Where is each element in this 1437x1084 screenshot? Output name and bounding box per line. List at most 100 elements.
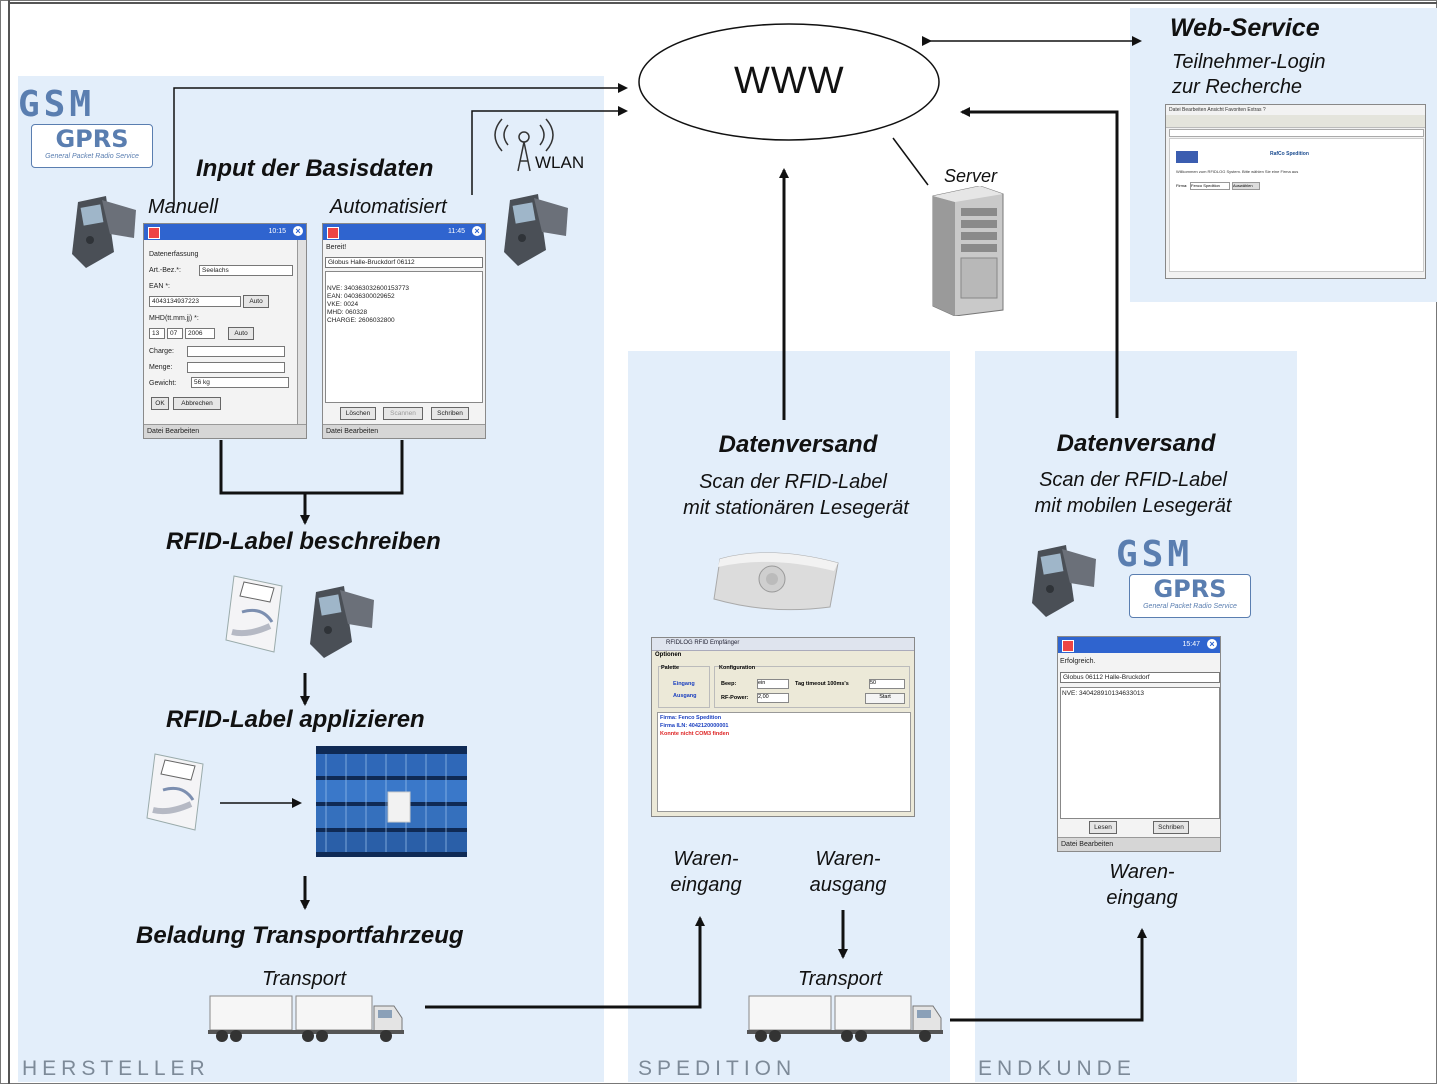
close-icon[interactable]: × <box>1207 639 1217 649</box>
browser-screenshot: Datei Bearbeiten Ansicht Favoriten Extra… <box>1165 104 1426 279</box>
browser-firma-select[interactable]: Fenco Spedition <box>1190 182 1230 190</box>
app-menu[interactable]: Optionen <box>655 652 682 658</box>
pda-screen-manual: 10:15 × Datenerfassung Art.-Bez.*: Seela… <box>143 223 307 439</box>
windows-start-icon[interactable] <box>148 227 160 239</box>
start-button[interactable]: Start <box>865 693 905 704</box>
frame-top-border <box>8 2 1437 4</box>
web-service-title: Web-Service <box>1170 14 1320 42</box>
pda-titlebar: 11:45 × <box>323 224 485 240</box>
schreiben-button[interactable]: Schriben <box>431 407 469 420</box>
spedition-sub1: Scan der RFID-Label <box>699 471 887 493</box>
art-field[interactable]: Seelachs <box>199 265 293 276</box>
gprs-badge: GPRS General Packet Radio Service <box>1129 574 1251 618</box>
pda-output-line: NVE: 340363032600153773 <box>327 285 410 292</box>
loeschen-button[interactable]: Löschen <box>340 407 376 420</box>
handheld-scanner-icon <box>310 586 374 658</box>
rfpower-label: RF-Power: <box>721 695 749 701</box>
pda-menu-bar[interactable]: Datei Bearbeiten <box>1058 837 1220 851</box>
browser-brand: RafCo Spedition <box>1270 151 1309 157</box>
truck-icon <box>747 995 943 1042</box>
browser-firma-label: Firma: <box>1176 183 1188 188</box>
stationary-rfid-reader-icon <box>713 552 839 611</box>
pda-status: Erfolgreich. <box>1060 658 1096 665</box>
location-select[interactable]: Globus Halle-Bruckdorf 06112 <box>325 257 483 268</box>
pda-output-line: NVE: 340428910134633013 <box>1062 690 1145 697</box>
transport-label-left: Transport <box>262 968 347 990</box>
timeout-field[interactable]: 50 <box>869 679 905 689</box>
pda-output-line: VKE: 0024 <box>327 301 359 308</box>
log-line: Firma: Fenco Spedition <box>660 715 722 721</box>
auto-mhd-button[interactable]: Auto <box>228 327 254 340</box>
close-icon[interactable]: × <box>472 226 482 236</box>
gprs-text: GPRS <box>1153 575 1227 603</box>
server-label: Server <box>944 166 998 186</box>
palette-label: Palette <box>661 665 680 671</box>
close-icon[interactable]: × <box>293 226 303 236</box>
spedition-app-window: RFIDLOG RFID Empfänger Optionen Palette … <box>651 637 915 817</box>
location-select[interactable]: Globus 06112 Halle-Bruckdorf <box>1060 672 1220 683</box>
mhd-month-field[interactable]: 07 <box>167 328 183 339</box>
gprs-text: GPRS <box>55 125 129 153</box>
zone-label-hersteller: HERSTELLER <box>22 1057 210 1080</box>
step-label-beladung: Beladung Transportfahrzeug <box>136 922 464 949</box>
pda-output-line: MHD: 060328 <box>327 309 368 316</box>
web-service-line2: zur Recherche <box>1172 76 1303 98</box>
pda-output-line: EAN: 04036300029652 <box>327 293 395 300</box>
eingang-radio[interactable]: Eingang <box>673 681 695 687</box>
pda-titlebar: 10:15 × <box>144 224 306 240</box>
app-title: RFIDLOG RFID Empfänger <box>666 640 740 646</box>
browser-content: RafCo Spedition Willkommen zum RFIDLOG S… <box>1169 138 1424 272</box>
windows-start-icon[interactable] <box>327 227 339 239</box>
pda-menu-bar[interactable]: Datei Bearbeiten <box>144 424 306 438</box>
mhd-year-field[interactable]: 2006 <box>185 328 215 339</box>
step-label-applizieren: RFID-Label applizieren <box>166 706 425 733</box>
wlan-label: WLAN <box>535 153 585 172</box>
abbrechen-button[interactable]: Abbrechen <box>173 397 221 410</box>
wlan-antenna-icon <box>494 118 554 172</box>
menge-label: Menge: <box>149 364 173 371</box>
ok-button[interactable]: OK <box>151 397 169 410</box>
browser-submit-button[interactable]: Auswählen <box>1232 182 1260 190</box>
rfpower-select[interactable]: 2,00 <box>757 693 789 703</box>
rfid-label-icon <box>225 575 283 653</box>
gsm-logo-text: GSM <box>1116 534 1194 575</box>
windows-start-icon[interactable] <box>1062 640 1074 652</box>
charge-field[interactable] <box>187 346 285 357</box>
transport-label-right: Transport <box>798 968 883 990</box>
ausgang-radio[interactable]: Ausgang <box>673 693 697 699</box>
lesen-button[interactable]: Lesen <box>1089 821 1117 834</box>
zone-label-endkunde: ENDKUNDE <box>978 1057 1136 1080</box>
app-log: Firma: Fenco Spedition Firma ILN: 404212… <box>657 712 911 812</box>
browser-menu: Datei Bearbeiten Ansicht Favoriten Extra… <box>1169 107 1266 113</box>
mhd-day-field[interactable]: 13 <box>149 328 165 339</box>
spedition-title: Datenversand <box>718 431 878 458</box>
beep-select[interactable]: ein <box>757 679 789 689</box>
pda-output-line: CHARGE: 2606032800 <box>327 317 395 324</box>
pda-screen-endkunde: 15:47 × Erfolgreich. Globus 06112 Halle-… <box>1057 636 1221 852</box>
pda-screen-automatic: 11:45 × Bereit! Globus Halle-Bruckdorf 0… <box>322 223 486 439</box>
scannen-button[interactable]: Scannen <box>383 407 423 420</box>
menge-field[interactable] <box>187 362 285 373</box>
gewicht-field[interactable]: 56 kg <box>191 377 289 388</box>
auto-ean-button[interactable]: Auto <box>243 295 269 308</box>
gsm-gprs-logo-right: GSM GPRS General Packet Radio Service <box>1116 534 1261 620</box>
zone-label-spedition: SPEDITION <box>638 1057 797 1080</box>
spedition-warenausgang-2: ausgang <box>809 874 887 896</box>
spedition-sub2: mit stationären Lesegerät <box>683 497 909 519</box>
spedition-warenausgang-1: Waren- <box>815 848 881 870</box>
schreiben-button[interactable]: Schriben <box>1153 821 1189 834</box>
www-ellipse <box>638 23 940 141</box>
handheld-scanner-icon <box>1032 545 1096 617</box>
pda-heading: Datenerfassung <box>149 251 199 258</box>
pda-clock: 11:45 <box>448 228 465 235</box>
spedition-wareneingang-1: Waren- <box>673 848 739 870</box>
browser-toolbar <box>1166 115 1425 128</box>
app-titlebar: RFIDLOG RFID Empfänger <box>652 638 914 651</box>
pda-menu-bar[interactable]: Datei Bearbeiten <box>323 424 485 438</box>
ean-field[interactable]: 4043134937223 <box>149 296 241 307</box>
konfiguration-group: Konfiguration Beep: ein Tag timeout 100m… <box>714 665 910 708</box>
gsm-logo-text: GSM <box>18 84 96 125</box>
pda-scrollbar[interactable] <box>297 240 306 425</box>
konfiguration-label: Konfiguration <box>719 665 756 671</box>
pda-status: Bereit! <box>326 244 347 251</box>
